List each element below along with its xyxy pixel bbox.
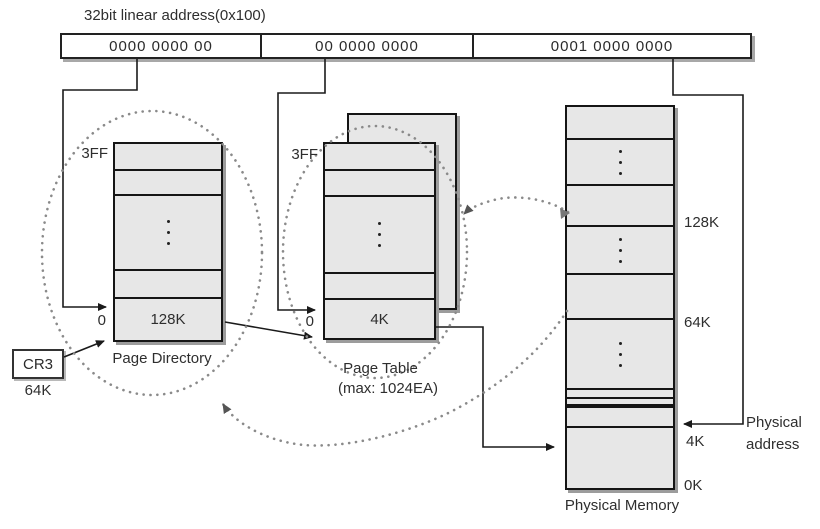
page-table-table: 4K bbox=[323, 142, 436, 340]
physical-memory-caption: Physical Memory bbox=[564, 497, 680, 514]
pt-entry-zero: 4K bbox=[370, 310, 389, 328]
pm-frame-ellipsis bbox=[567, 320, 673, 390]
pm-frame bbox=[567, 275, 673, 320]
pd-entry-zero: 128K bbox=[150, 311, 186, 328]
page-table-caption: Page Table bbox=[343, 360, 418, 377]
table-index-line bbox=[277, 59, 326, 314]
vertical-ellipsis-icon bbox=[618, 341, 622, 367]
address-segment-table: 00 0000 0000 bbox=[260, 35, 472, 57]
pm-address-label-64k: 64K bbox=[684, 314, 711, 331]
pt-index-top: 3FF bbox=[291, 146, 318, 163]
vertical-ellipsis-icon bbox=[378, 222, 381, 247]
vertical-ellipsis-icon bbox=[166, 220, 170, 245]
page-table-caption-note: (max: 1024EA) bbox=[337, 380, 439, 397]
pm-frame-ellipsis bbox=[567, 227, 673, 275]
cr3-label: CR3 bbox=[22, 355, 53, 373]
pm-physical-address-slot bbox=[567, 406, 673, 408]
pt-entry-top bbox=[325, 144, 434, 171]
pm-address-label-4k: 4K bbox=[686, 433, 705, 450]
pm-frame bbox=[567, 186, 673, 227]
pm-frame-thin bbox=[567, 390, 673, 399]
cr3-register-box: CR3 bbox=[12, 349, 64, 379]
address-segment-offset: 0001 0000 0000 bbox=[472, 35, 750, 57]
pd-entry bbox=[115, 271, 221, 299]
cr3-value: 64K bbox=[24, 382, 52, 399]
pm-address-label-128k: 128K bbox=[684, 214, 720, 231]
pd-entry-ellipsis bbox=[115, 196, 221, 271]
offset-to-physical-address-line bbox=[672, 59, 744, 428]
pm-frame-4k bbox=[567, 408, 673, 428]
vertical-ellipsis-icon bbox=[618, 149, 622, 175]
vertical-ellipsis-icon bbox=[618, 237, 622, 263]
pd-entry-top bbox=[115, 144, 221, 171]
pt-entry-ellipsis bbox=[325, 197, 434, 274]
pm-frame bbox=[567, 107, 673, 140]
pd-index-zero: 0 bbox=[97, 312, 106, 329]
pm-address-label-0k: 0K bbox=[684, 477, 703, 494]
pm-frame-thin bbox=[567, 399, 673, 406]
pd-entry bbox=[115, 171, 221, 196]
address-segment-directory: 0000 0000 00 bbox=[109, 37, 213, 55]
pd-index-top: 3FF bbox=[81, 145, 108, 162]
physical-to-page-table-dotted-arc bbox=[462, 196, 570, 216]
linear-address-box: 0000 0000 00 00 0000 0000 0001 0000 0000 bbox=[60, 33, 752, 59]
pm-frame-ellipsis bbox=[567, 140, 673, 186]
pt-entry bbox=[325, 171, 434, 197]
physical-address-label-line1: Physical bbox=[746, 414, 802, 431]
pt-entry bbox=[325, 274, 434, 300]
page-directory-table: 128K bbox=[113, 142, 223, 342]
pt-index-zero: 0 bbox=[305, 313, 314, 330]
physical-memory-column bbox=[565, 105, 675, 490]
page-directory-caption: Page Directory bbox=[112, 350, 212, 367]
physical-address-label-line2: address bbox=[746, 436, 800, 453]
pm-frame-0k bbox=[567, 428, 673, 488]
diagram-title: 32bit linear address(0x100) bbox=[84, 7, 266, 24]
